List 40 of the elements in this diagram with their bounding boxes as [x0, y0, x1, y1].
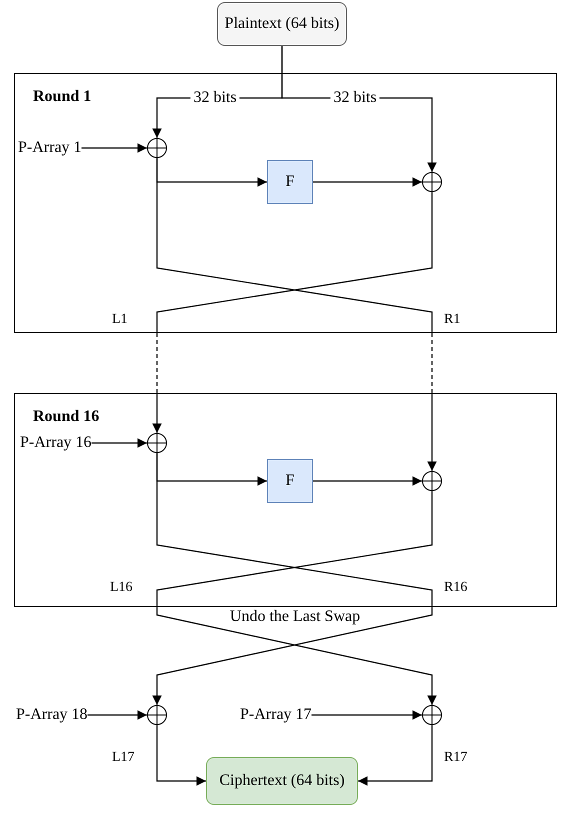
arrow [313, 177, 422, 187]
subkey-label: P-Array 18 [16, 703, 88, 727]
box-label: F [286, 472, 294, 490]
wire-label: R17 [444, 750, 468, 766]
round-title: Round 1 [33, 88, 92, 106]
xor-symbol [147, 705, 167, 725]
wire-label: L16 [110, 580, 133, 596]
arrow [312, 710, 422, 720]
xor-symbol [422, 471, 442, 491]
box-label: Ciphertext (64 bits) [219, 772, 345, 790]
function-box [267, 160, 313, 204]
plaintext-box [217, 2, 347, 46]
arrow [88, 710, 147, 720]
wire-label: L17 [112, 750, 135, 766]
xor-symbol [147, 138, 167, 158]
function-box [267, 459, 313, 503]
wire-label: R1 [444, 312, 460, 328]
round-title: Round 16 [33, 408, 100, 426]
xor-symbol [422, 172, 442, 192]
arrow [82, 143, 147, 153]
arrow [313, 476, 422, 486]
arrow [358, 725, 433, 786]
arrow [156, 491, 437, 705]
wire-label: R16 [444, 580, 468, 596]
arrow [152, 453, 433, 705]
ciphertext-box [206, 757, 358, 805]
arrow [152, 192, 433, 433]
box-label: F [286, 173, 294, 191]
arrow [156, 725, 206, 786]
round-frame [14, 73, 557, 333]
subkey-label: P-Array 16 [20, 431, 92, 455]
xor-symbol [422, 705, 442, 725]
subkey-label: P-Array 17 [240, 703, 312, 727]
arrow [156, 158, 437, 471]
xor-symbol [147, 433, 167, 453]
wire-label: L1 [112, 312, 128, 328]
box-label: Plaintext (64 bits) [224, 15, 340, 33]
arrow [92, 438, 147, 448]
subkey-label: P-Array 1 [18, 136, 82, 160]
round-frame [14, 393, 557, 607]
